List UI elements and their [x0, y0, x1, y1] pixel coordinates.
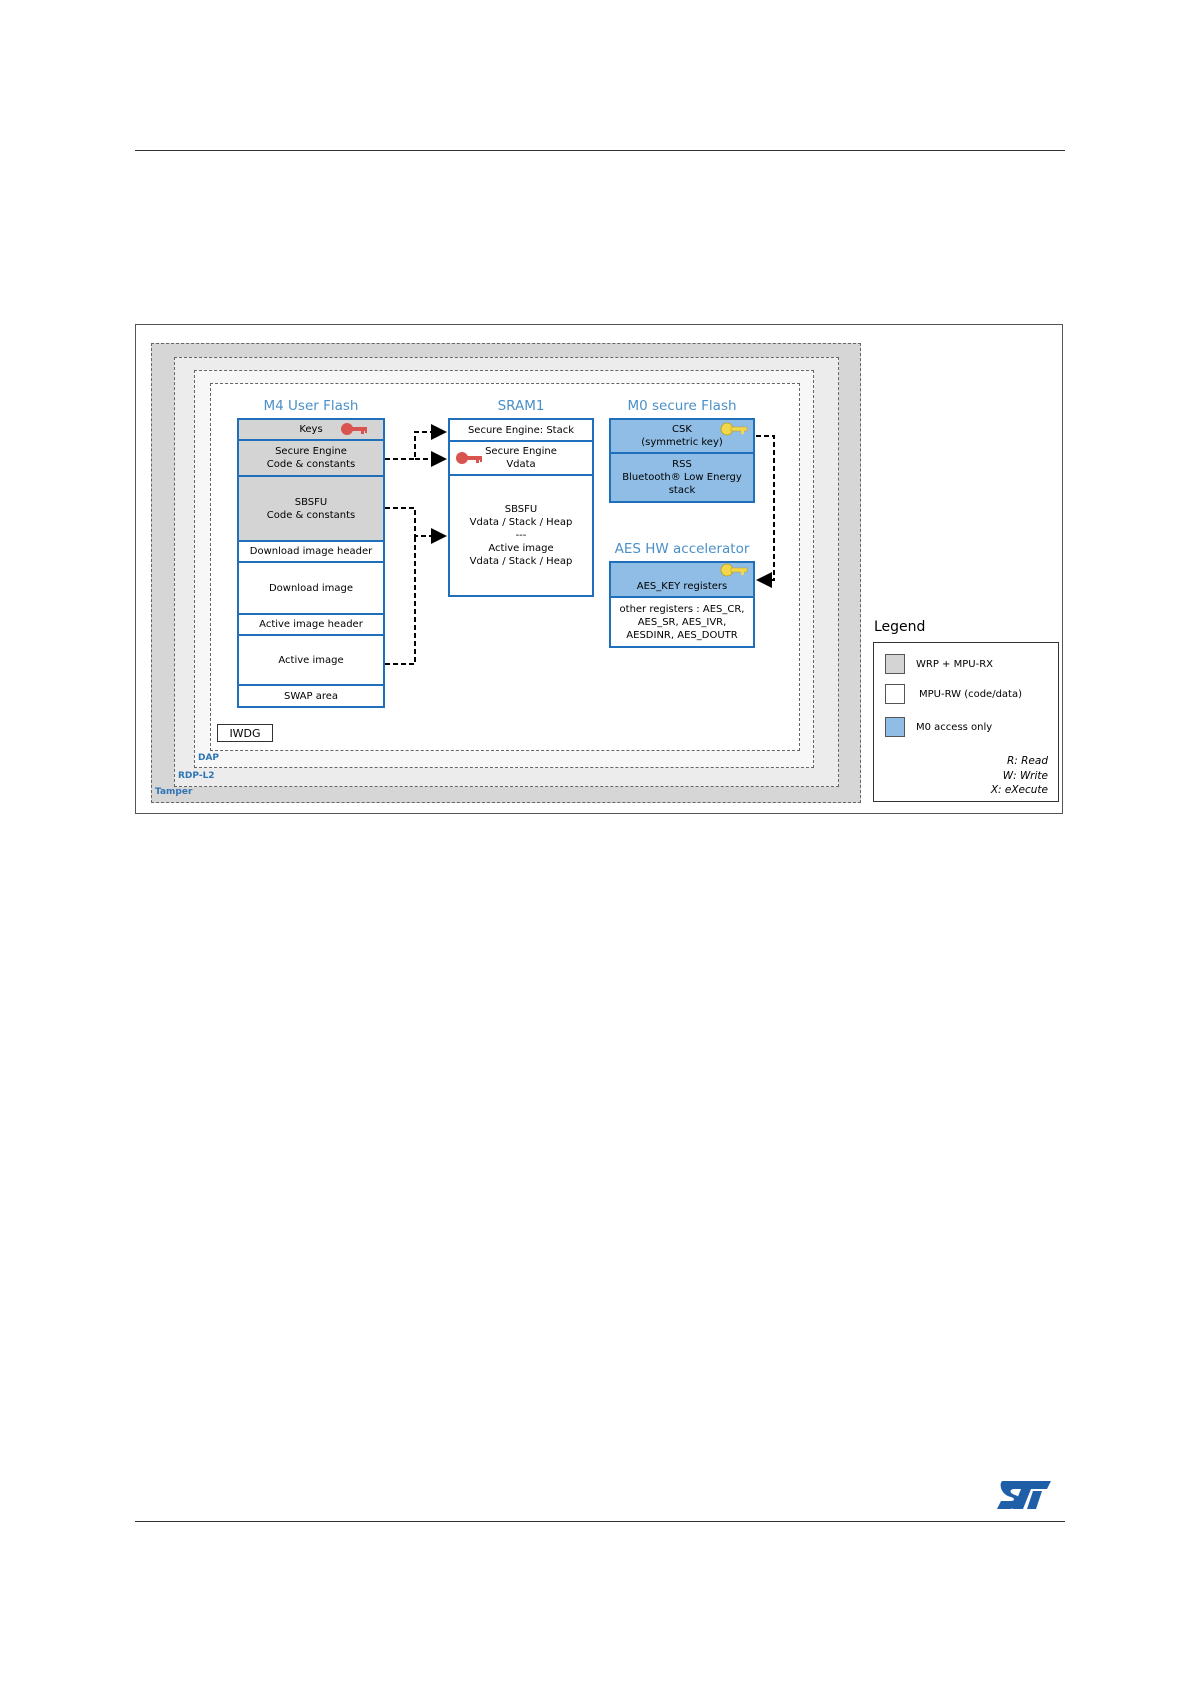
legend-box: WRP + MPU-RX MPU-RW (code/data) M0 acces… — [873, 642, 1059, 802]
se-vdata-line-2: Vdata — [506, 459, 536, 470]
swap-area-label: SWAP area — [283, 690, 339, 702]
download-header-label: Download image header — [249, 546, 373, 557]
m0-flash-title: M0 secure Flash — [627, 398, 737, 414]
csk-line-2: (symmetric key) — [641, 437, 723, 448]
keys-label: Keys — [299, 424, 323, 435]
sram-sbsfu-line-2: Vdata / Stack / Heap — [469, 517, 573, 528]
sram-sbsfu-cell: SBSFU Vdata / Stack / Heap --- Active im… — [448, 474, 594, 597]
aes-key-cell: AES_KEY registers — [609, 561, 755, 598]
download-image-label: Download image — [268, 582, 354, 594]
se-code-line-1: Secure Engine — [275, 446, 347, 457]
aes-other-line-3: AESDINR, AES_DOUTR — [626, 629, 738, 641]
rss-line-2: Bluetooth® Low Energy — [622, 472, 742, 483]
csk-cell: CSK (symmetric key) — [609, 418, 755, 454]
sram-sbsfu-line-3: --- — [515, 530, 527, 541]
sbsfu-code-line-1: SBSFU — [294, 496, 328, 508]
active-image-label: Active image — [278, 654, 344, 666]
download-header-cell: Download image header — [237, 540, 385, 563]
aes-key-label: AES_KEY registers — [636, 581, 728, 592]
sbsfu-code-line-2: Code & constants — [266, 509, 356, 521]
st-logo — [997, 1481, 1051, 1509]
keys-cell: Keys — [237, 418, 385, 441]
se-vdata-line-1: Secure Engine — [485, 446, 557, 457]
rss-line-1: RSS — [672, 459, 692, 470]
active-header-label: Active image header — [259, 619, 363, 630]
sram-sbsfu-line-1: SBSFU — [504, 504, 538, 515]
figure-frame: Tamper RDP-L2 DAP M4 User Flash Keys Sec… — [135, 324, 1063, 814]
se-code-cell: Secure Engine Code & constants — [237, 439, 385, 477]
bottom-rule — [135, 1521, 1065, 1522]
swap-area-cell: SWAP area — [237, 684, 385, 708]
se-stack-label: Secure Engine: Stack — [467, 424, 575, 436]
se-vdata-cell: Secure Engine Vdata — [448, 440, 594, 476]
aes-other-line-2: AES_SR, AES_IVR, — [637, 616, 727, 628]
legend-item-3: M0 access only — [916, 722, 993, 733]
m4-flash-title: M4 User Flash — [263, 398, 359, 414]
sram-sbsfu-line-5: Vdata / Stack / Heap — [469, 556, 573, 567]
download-image-cell: Download image — [237, 561, 385, 615]
legend-item-1: WRP + MPU-RX — [916, 659, 993, 670]
sbsfu-code-cell: SBSFU Code & constants — [237, 475, 385, 542]
rdp-label: RDP-L2 — [178, 771, 215, 781]
legend-note-execute: X: eXecute — [990, 784, 1048, 796]
dap-label: DAP — [198, 753, 220, 763]
se-code-line-2: Code & constants — [266, 459, 356, 470]
aes-other-cell: other registers : AES_CR, AES_SR, AES_IV… — [609, 596, 755, 648]
rss-line-3: stack — [668, 485, 696, 496]
iwdg-label: IWDG — [229, 726, 261, 740]
legend-swatch-gray — [885, 654, 905, 674]
legend-swatch-blue — [885, 717, 905, 737]
active-image-cell: Active image — [237, 634, 385, 686]
active-header-cell: Active image header — [237, 613, 385, 636]
legend-note-write: W: Write — [1002, 770, 1048, 782]
tamper-label: Tamper — [155, 787, 193, 797]
csk-line-1: CSK — [672, 424, 692, 435]
sram-sbsfu-line-4: Active image — [488, 543, 554, 554]
se-stack-cell: Secure Engine: Stack — [448, 418, 594, 442]
legend-item-2: MPU-RW (code/data) — [919, 689, 1023, 700]
legend-title: Legend — [874, 619, 926, 635]
rss-cell: RSS Bluetooth® Low Energy stack — [609, 452, 755, 503]
aes-title: AES HW accelerator — [614, 541, 750, 557]
iwdg-box: IWDG — [217, 724, 273, 742]
top-rule — [135, 150, 1065, 151]
aes-other-line-1: other registers : AES_CR, — [619, 603, 745, 615]
sram1-title: SRAM1 — [497, 398, 545, 414]
legend-note-read: R: Read — [1006, 755, 1048, 767]
legend-swatch-white — [885, 684, 905, 704]
